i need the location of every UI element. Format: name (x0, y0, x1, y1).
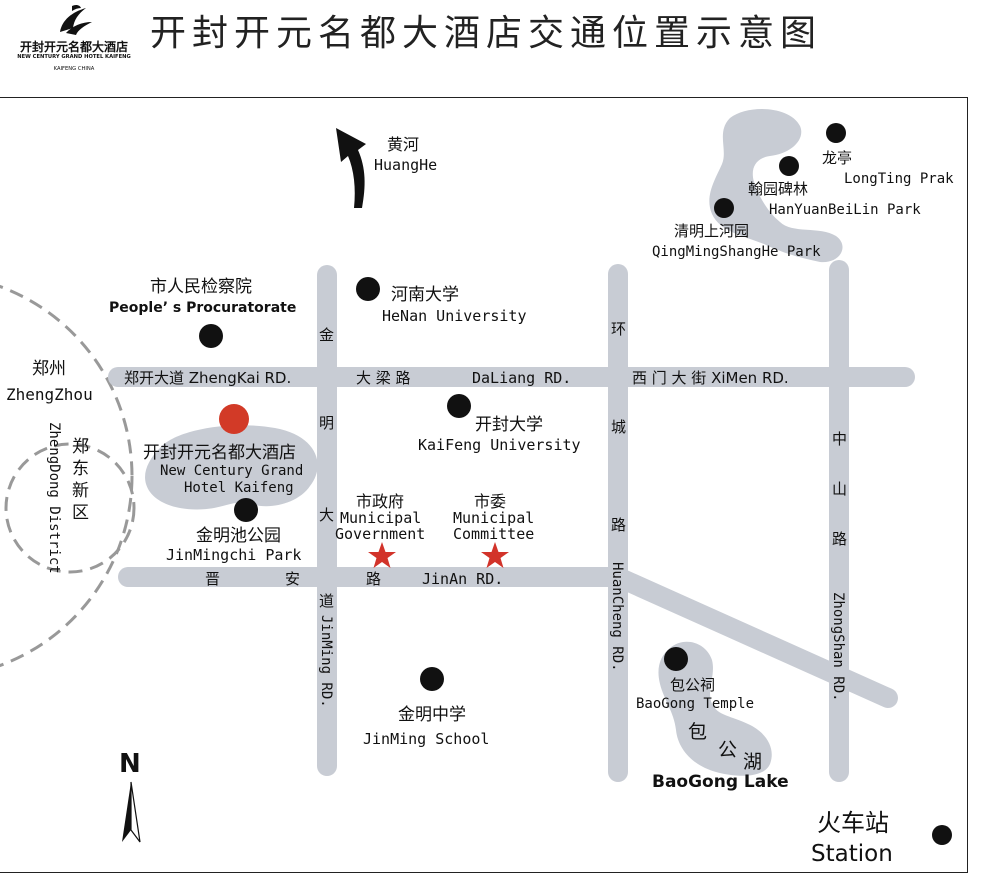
north-arrow-icon (336, 128, 366, 208)
baogong-lake-en: BaoGong Lake (652, 772, 789, 792)
map-frame (0, 97, 968, 873)
committee-en-2: Committee (453, 525, 534, 543)
longting-en: LongTing Prak (844, 171, 954, 187)
baogong-temple-dot-icon (664, 647, 688, 671)
swan-logo-icon (60, 4, 92, 35)
committee-en-1: Municipal (453, 509, 534, 527)
huancheng-road-cn-1: 环 (611, 320, 626, 338)
huancheng-road-cn-3: 路 (611, 516, 626, 534)
lakes (145, 108, 843, 776)
zhongshan-road-cn-3: 路 (832, 530, 847, 548)
zhengdong-en: ZhengDong District (46, 422, 62, 574)
zhengzhou-en: ZhengZhou (6, 385, 93, 404)
procuratorate-dot-icon (199, 324, 223, 348)
baogong-temple-cn: 包公祠 (670, 676, 715, 694)
qingming-en: QingMingShangHe Park (652, 244, 821, 260)
zhengdong-cn-3: 新 (72, 481, 89, 501)
zhengdong-cn-vertical: 郑 东 新 区 (72, 437, 89, 523)
henan-univ-cn: 河南大学 (391, 285, 459, 305)
zhengzhou-cn: 郑州 (32, 359, 66, 379)
jinming-road-cn-1: 金 (319, 326, 334, 344)
station-en: Station (811, 841, 893, 867)
procuratorate-cn: 市人民检察院 (150, 277, 252, 297)
logo-name-en: NEW CENTURY GRAND HOTEL KAIFENG (17, 54, 131, 60)
huancheng-road-cn-2: 城 (611, 418, 626, 436)
river-en: HuangHe (374, 156, 437, 174)
jinan-road-en: JinAn RD. (422, 570, 503, 588)
qingming-dot-icon (714, 198, 734, 218)
baogong-lake-cn-2: 公 (718, 739, 737, 761)
page-title: 开封开元名都大酒店交通位置示意图 (150, 13, 823, 54)
zhongshan-road-cn-1: 中 (832, 430, 847, 448)
hanyuan-dot-icon (779, 156, 799, 176)
jinming-road-cn-4: 道 (319, 592, 334, 610)
hotel-en-2: Hotel Kaifeng (184, 480, 294, 496)
jinming-school-en: JinMing School (363, 730, 489, 748)
station-dot-icon (932, 825, 952, 845)
river-cn: 黄河 (387, 135, 419, 154)
municipal-government-star-icon (368, 542, 396, 568)
jinming-road-en: JinMing RD. (318, 615, 334, 708)
jinming-school-dot-icon (420, 667, 444, 691)
qingming-cn: 清明上河园 (674, 222, 749, 240)
daliang-road-cn: 大 梁 路 (356, 369, 411, 387)
jinmingchi-en: JinMingchi Park (166, 546, 301, 564)
jinming-school-cn: 金明中学 (398, 705, 466, 725)
station-cn: 火车站 (817, 809, 889, 837)
logo-city: KAIFENG CHINA (53, 66, 95, 72)
zhongshan-road-en: ZhongShan RD. (830, 592, 846, 702)
baogong-temple-en: BaoGong Temple (636, 696, 754, 712)
jinmingchi-cn: 金明池公园 (196, 526, 281, 546)
huancheng-road-en: HuanCheng RD. (609, 562, 625, 672)
hotel-logo: 开封开元名都大酒店 NEW CENTURY GRAND HOTEL KAIFEN… (6, 2, 142, 80)
hotel-en-1: New Century Grand (160, 463, 303, 479)
henan-univ-en: HeNan University (382, 307, 527, 325)
zhengzhou-boundary-dashed (0, 284, 134, 668)
hotel-marker-icon (219, 404, 249, 434)
jinming-road-cn-3: 大 (319, 506, 334, 524)
henan-univ-dot-icon (356, 277, 380, 301)
longting-cn: 龙亭 (822, 149, 852, 167)
baogong-lake-cn-1: 包 (688, 721, 707, 743)
gov-en-2: Government (335, 525, 425, 543)
kaifeng-univ-en: KaiFeng University (418, 436, 581, 454)
compass-n-label: N (119, 749, 141, 779)
baogong-lake-cn-3: 湖 (743, 751, 762, 773)
jinan-road-cn-1: 晋 (205, 570, 220, 588)
gov-en-1: Municipal (340, 509, 421, 527)
compass-needle-icon (122, 781, 141, 843)
hotel-cn: 开封开元名都大酒店 (143, 443, 296, 463)
hotel-lake (145, 425, 318, 510)
longting-lake (709, 108, 843, 263)
procuratorate-en: People’ s Procuratorate (109, 300, 296, 316)
daliang-road-en: DaLiang RD. (472, 369, 571, 387)
hanyuan-cn: 翰园碑林 (748, 180, 808, 198)
jinmingchi-dot-icon (234, 498, 258, 522)
municipal-committee-star-icon (481, 542, 509, 568)
jinan-road-cn-3: 路 (366, 570, 381, 588)
jinming-road-cn-2: 明 (319, 414, 334, 432)
roads (108, 260, 915, 782)
diagonal-road (608, 567, 898, 708)
zhengkai-road-label: 郑开大道 ZhengKai RD. (124, 369, 291, 387)
committee-cn: 市委 (474, 492, 506, 511)
jinan-road-cn-2: 安 (285, 570, 300, 588)
gov-cn: 市政府 (356, 492, 404, 511)
baogong-lake (658, 641, 772, 776)
kaifeng-univ-dot-icon (447, 394, 471, 418)
zhongshan-road-cn-2: 山 (832, 480, 847, 498)
zhengdong-cn-1: 郑 (72, 437, 89, 457)
zhengdong-cn-4: 区 (72, 503, 89, 523)
ximen-road-label: 西 门 大 街 XiMen RD. (632, 369, 789, 387)
zhengdong-cn-2: 东 (72, 459, 89, 479)
landmark-dots (199, 123, 952, 845)
longting-dot-icon (826, 123, 846, 143)
logo-name-cn: 开封开元名都大酒店 (19, 40, 128, 54)
zhengdong-district-dashed (4, 442, 136, 574)
kaifeng-univ-cn: 开封大学 (475, 415, 543, 435)
hanyuan-en: HanYuanBeiLin Park (769, 202, 921, 218)
